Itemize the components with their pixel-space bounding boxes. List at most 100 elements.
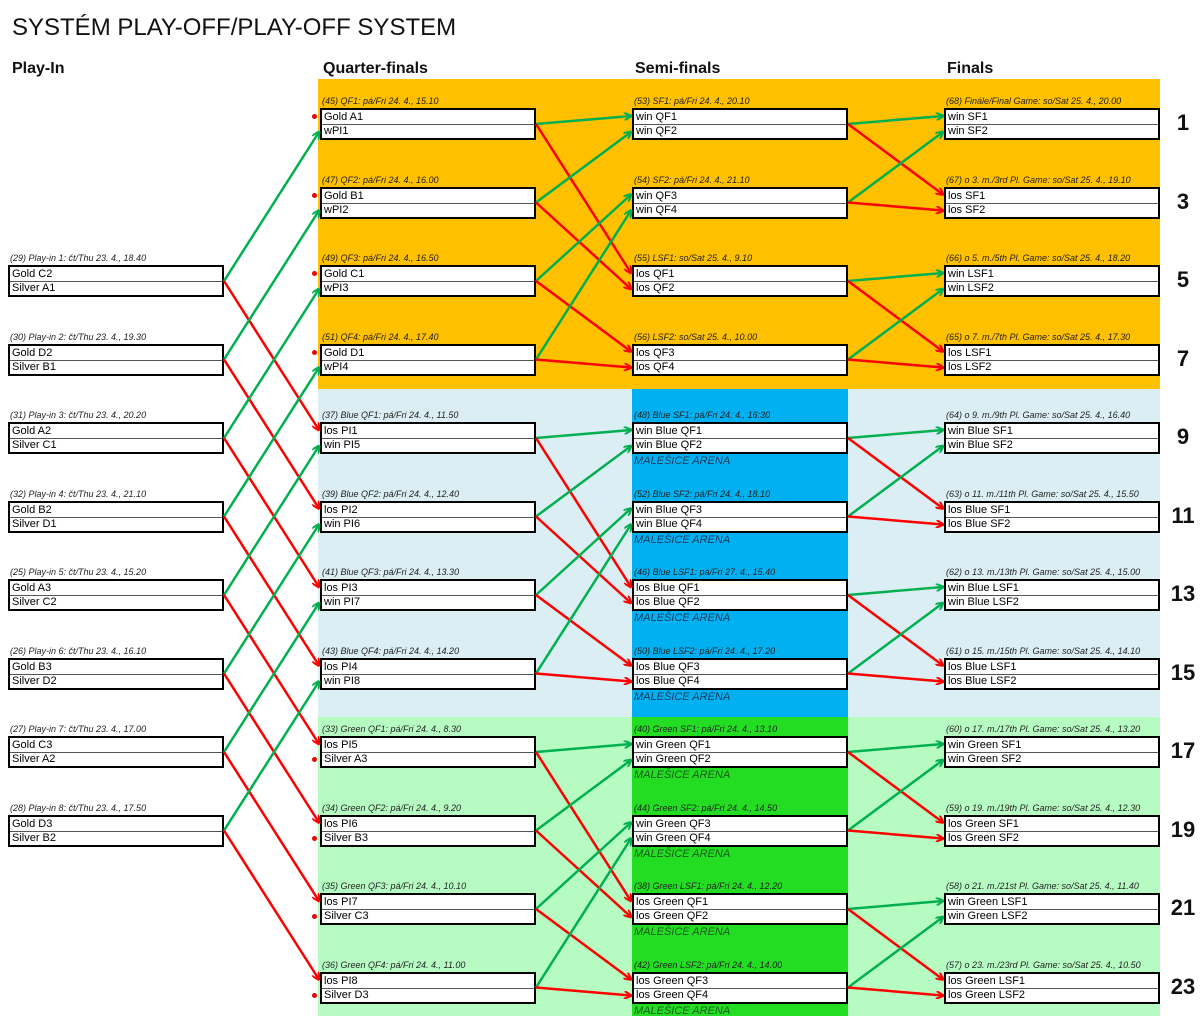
team-slot[interactable]: los Blue SF1 — [948, 503, 1011, 516]
team-slot[interactable]: Gold C2 — [12, 268, 53, 280]
team-slot[interactable]: win Blue QF2 — [634, 438, 846, 452]
team-slot[interactable]: los QF3 — [636, 346, 675, 359]
team-slot[interactable]: win LSF2 — [946, 281, 1158, 295]
team-slot[interactable]: Silver D2 — [10, 673, 222, 688]
team-slot[interactable]: Gold D3 — [12, 817, 53, 830]
team-slot[interactable]: los QF4 — [634, 359, 846, 374]
team-slot[interactable]: los Green QF3 — [636, 974, 709, 987]
team-slot[interactable]: los LSF2 — [946, 359, 1158, 374]
team-slot[interactable]: los Green SF2 — [946, 830, 1158, 845]
team-slot[interactable]: win QF1 — [636, 111, 677, 123]
team-slot[interactable]: Gold B2 — [12, 503, 52, 516]
team-slot[interactable]: win Green QF4 — [634, 830, 846, 845]
team-slot[interactable]: win Green SF2 — [946, 752, 1158, 766]
team-slot[interactable]: Silver C2 — [10, 595, 222, 609]
team-slot[interactable]: Silver A2 — [10, 752, 222, 766]
team-slot[interactable]: los PI8 — [324, 974, 358, 987]
team-slot[interactable]: Gold A2 — [12, 425, 52, 437]
team-slot[interactable]: wPI1 — [322, 124, 534, 138]
team-slot[interactable]: Silver A3 — [322, 752, 534, 766]
team-slot[interactable]: win Green SF1 — [948, 739, 1022, 751]
team-slot[interactable]: los SF1 — [948, 189, 986, 202]
team-slot[interactable]: los Green QF2 — [634, 909, 846, 923]
team-slot[interactable]: los Green LSF2 — [946, 987, 1158, 1002]
team-slot[interactable]: win LSF1 — [948, 268, 994, 280]
team-slot[interactable]: Gold A3 — [12, 582, 52, 594]
team-slot[interactable]: win PI7 — [322, 595, 534, 609]
team-slot[interactable]: wPI2 — [322, 202, 534, 217]
team-slot[interactable]: los Blue QF4 — [634, 673, 846, 688]
team-slot[interactable]: los PI2 — [324, 503, 358, 516]
team-slot[interactable]: Gold A1 — [324, 111, 364, 123]
team-slot[interactable]: Gold D2 — [12, 346, 53, 359]
team-slot[interactable]: win Blue QF3 — [636, 503, 703, 516]
team-slot[interactable]: los PI4 — [324, 660, 358, 673]
team-slot[interactable]: Gold B3 — [12, 660, 52, 673]
team-slot[interactable]: win Blue QF4 — [634, 516, 846, 531]
team-slot[interactable]: win SF2 — [946, 124, 1158, 138]
team-slot[interactable]: los SF2 — [946, 202, 1158, 217]
team-slot[interactable]: win QF2 — [634, 124, 846, 138]
team-slot[interactable]: los PI3 — [324, 582, 358, 594]
team-slot[interactable]: Gold C3 — [12, 739, 53, 751]
team-slot[interactable]: los LSF1 — [948, 346, 992, 359]
team-slot[interactable]: los Green LSF1 — [948, 974, 1026, 987]
match-header: (34) Green QF2: pá/Fri 24. 4., 9.20 — [322, 802, 462, 813]
team-slot[interactable]: los Green QF1 — [636, 896, 709, 908]
loser-arrow — [222, 280, 319, 430]
team-slot[interactable]: los Blue QF3 — [636, 660, 700, 673]
team-slot[interactable]: los Blue QF2 — [634, 595, 846, 609]
team-slot[interactable]: win Blue SF2 — [946, 438, 1158, 452]
team-slot[interactable]: win Green LSF2 — [946, 909, 1158, 923]
team-slot[interactable]: win Green QF2 — [634, 752, 846, 766]
team-slot[interactable]: los QF2 — [634, 281, 846, 295]
placement-rank: 13 — [1170, 581, 1196, 606]
team-slot[interactable]: Silver B1 — [10, 359, 222, 374]
team-slot[interactable]: los PI5 — [324, 739, 358, 751]
team-slot[interactable]: Silver C3 — [322, 909, 534, 923]
match-header: (37) Blue QF1: pá/Fri 24. 4., 11.50 — [322, 410, 459, 420]
match-header: (33) Green QF1: pá/Fri 24. 4., 8.30 — [322, 724, 462, 734]
winner-arrow — [222, 603, 319, 753]
team-slot[interactable]: Silver A1 — [10, 281, 222, 295]
team-slot[interactable]: los Green QF4 — [634, 987, 846, 1002]
team-slot[interactable]: los Blue LSF1 — [948, 660, 1017, 673]
team-slot[interactable]: win Green QF3 — [636, 817, 711, 830]
placement-rank: 11 — [1171, 502, 1195, 528]
team-slot[interactable]: Gold D1 — [324, 346, 365, 359]
team-slot[interactable]: win QF3 — [636, 189, 677, 202]
team-slot[interactable]: win PI5 — [322, 438, 534, 452]
team-slot[interactable]: win Blue QF1 — [636, 425, 703, 437]
team-slot[interactable]: los PI6 — [324, 817, 358, 830]
team-slot[interactable]: win PI6 — [322, 516, 534, 531]
team-slot[interactable]: Silver D3 — [322, 987, 534, 1002]
match-header: (26) Play-in 6: čt/Thu 23. 4., 16.10 — [10, 645, 147, 656]
team-slot[interactable]: los Blue QF1 — [636, 582, 700, 594]
match-header: (57) o 23. m./23rd Pl. Game: so/Sat 25. … — [946, 959, 1141, 970]
team-slot[interactable]: win Blue LSF1 — [948, 582, 1019, 594]
team-slot[interactable]: Gold B1 — [324, 189, 364, 202]
team-slot[interactable]: wPI4 — [322, 359, 534, 374]
team-slot[interactable]: win PI8 — [322, 673, 534, 688]
team-slot[interactable]: win Blue LSF2 — [946, 595, 1158, 609]
team-slot[interactable]: Silver D1 — [10, 516, 222, 531]
team-slot[interactable]: win SF1 — [948, 111, 988, 123]
team-slot[interactable]: win Green LSF1 — [948, 896, 1028, 908]
team-slot[interactable]: win QF4 — [634, 202, 846, 217]
team-slot[interactable]: los Blue SF2 — [946, 516, 1158, 531]
team-slot[interactable]: win Blue SF1 — [948, 425, 1013, 437]
team-slot[interactable]: Gold C1 — [324, 268, 365, 280]
team-slot[interactable]: los QF1 — [636, 268, 675, 280]
team-slot[interactable]: los Green SF1 — [948, 817, 1019, 830]
team-slot[interactable]: los PI7 — [324, 896, 358, 908]
team-slot[interactable]: win Green QF1 — [636, 739, 711, 751]
team-slot[interactable]: Silver B3 — [322, 830, 534, 845]
team-slot[interactable]: Silver B2 — [10, 830, 222, 845]
team-slot[interactable]: los PI1 — [324, 425, 358, 437]
match-header: (46) Blue LSF1: pá/Fri 27. 4., 15.40 — [634, 567, 776, 577]
team-slot[interactable]: wPI3 — [322, 281, 534, 295]
team-slot[interactable]: Silver C1 — [10, 438, 222, 452]
team-slot[interactable]: los Blue LSF2 — [946, 673, 1158, 688]
